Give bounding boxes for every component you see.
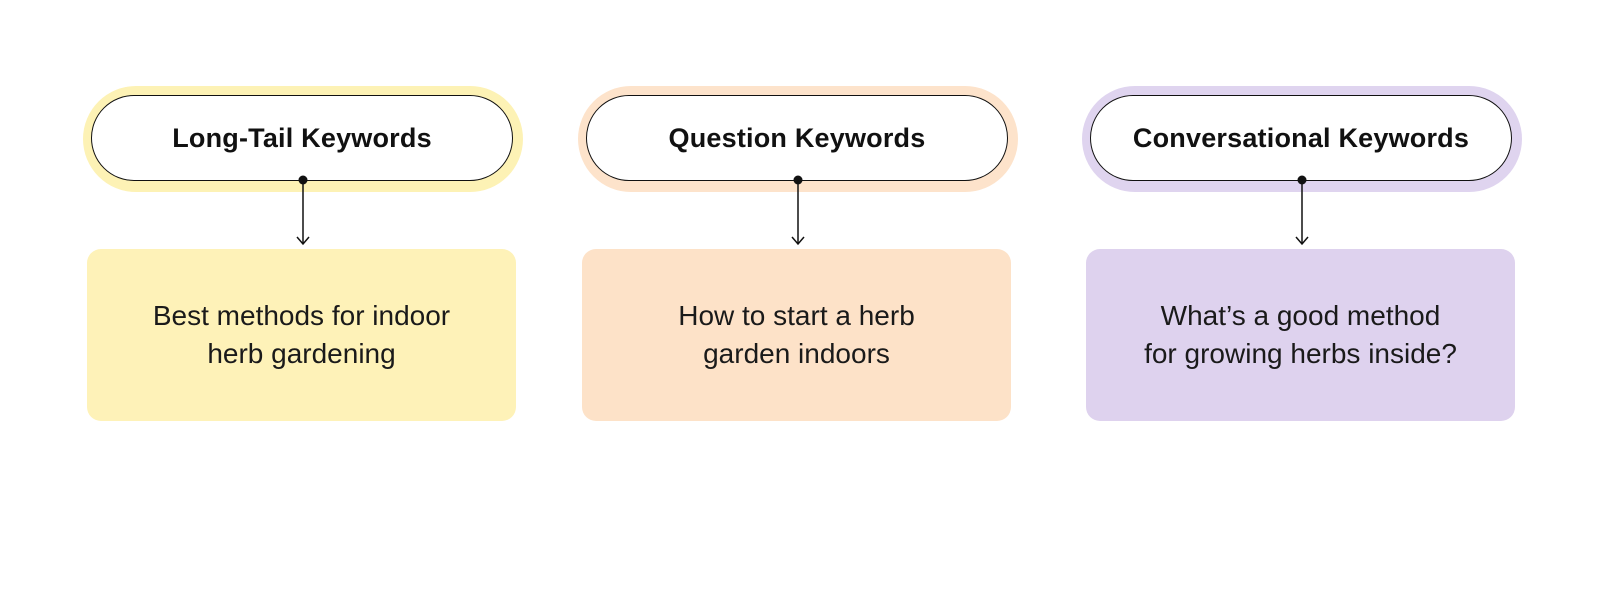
example-text: How to start a herb garden indoors: [678, 300, 915, 369]
connector-arrow: [1295, 175, 1309, 246]
heading-label: Conversational Keywords: [1132, 122, 1470, 153]
column-long-tail: Long-Tail Keywords Best methods for indo…: [83, 86, 523, 426]
connector-arrow: [296, 175, 310, 246]
column-question: Question Keywords How to start a herb ga…: [578, 86, 1018, 426]
connector-arrow: [791, 175, 805, 246]
arrow-head-icon: [296, 236, 310, 246]
heading-pill: Long-Tail Keywords: [91, 95, 513, 181]
heading-label: Long-Tail Keywords: [172, 122, 432, 153]
arrow-head-icon: [791, 236, 805, 246]
example-card: How to start a herb garden indoors: [582, 249, 1011, 421]
example-text: What’s a good method for growing herbs i…: [1144, 300, 1457, 369]
example-card: Best methods for indoor herb gardening: [87, 249, 516, 421]
example-card: What’s a good method for growing herbs i…: [1086, 249, 1515, 421]
heading-label: Question Keywords: [668, 122, 926, 153]
heading-pill: Conversational Keywords: [1090, 95, 1512, 181]
heading-pill: Question Keywords: [586, 95, 1008, 181]
arrow-head-icon: [1295, 236, 1309, 246]
example-text: Best methods for indoor herb gardening: [152, 300, 451, 369]
column-conversational: Conversational Keywords What’s a good me…: [1082, 86, 1522, 426]
